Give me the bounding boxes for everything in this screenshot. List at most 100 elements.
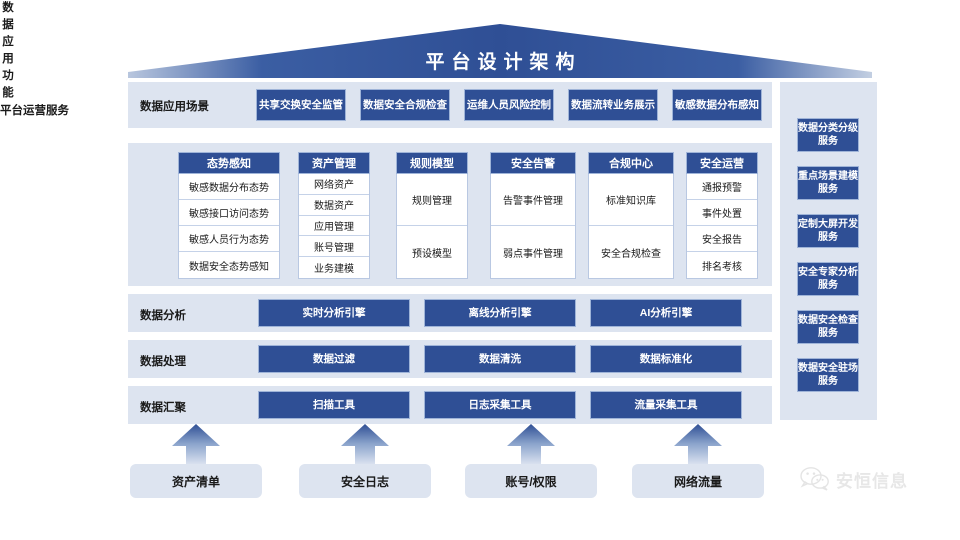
- function-item[interactable]: 弱点事件管理: [491, 226, 575, 278]
- function-item[interactable]: 应用管理: [299, 215, 369, 237]
- function-column-1-head: 态势感知: [178, 152, 280, 174]
- function-item[interactable]: 排名考核: [687, 252, 757, 278]
- row-data-analysis-label: 数据分析: [140, 310, 186, 322]
- page-title: 平台设计架构: [425, 52, 582, 73]
- function-item[interactable]: 数据安全态势感知: [179, 252, 279, 278]
- function-column-compliance: 合规中心 标准知识库 安全合规检查: [588, 152, 674, 279]
- row-analysis-box-1[interactable]: 实时分析引擎: [258, 299, 410, 327]
- service-box-4-label: 安全专家分析服务: [798, 267, 858, 291]
- function-column-3-body: 规则管理 预设模型: [396, 174, 468, 279]
- service-box-5-label: 数据安全检查服务: [798, 315, 858, 339]
- function-column-3-head: 规则模型: [396, 152, 468, 174]
- watermark: 安恒信息: [800, 462, 950, 496]
- watermark-text: 安恒信息: [836, 471, 908, 491]
- function-column-asset: 资产管理 网络资产 数据资产 应用管理 账号管理 业务建模: [298, 152, 370, 279]
- function-item[interactable]: 网络资产: [299, 174, 369, 195]
- row-collect-box-2-label: 日志采集工具: [468, 398, 532, 411]
- function-item[interactable]: 数据资产: [299, 194, 369, 216]
- wechat-icon: [800, 467, 829, 491]
- function-column-6-head: 安全运营: [686, 152, 758, 174]
- scenario-row-label: 数据应用场景: [140, 101, 209, 113]
- service-box-1-label: 数据分类分级服务: [798, 123, 858, 147]
- row-analysis-box-3-label: AI分析引擎: [639, 306, 693, 319]
- source-box-security-log[interactable]: 安全日志: [299, 464, 431, 498]
- source-box-4-label: 网络流量: [673, 474, 722, 489]
- scenario-panel: [128, 82, 772, 128]
- flow-arrow-3: [507, 424, 555, 468]
- row-analysis-box-2[interactable]: 离线分析引擎: [424, 299, 576, 327]
- row-data-collect-label: 数据汇聚: [140, 402, 186, 414]
- scenario-box-2-label: 数据安全合规检查: [363, 98, 447, 111]
- function-item[interactable]: 标准知识库: [589, 174, 673, 226]
- function-item[interactable]: 安全报告: [687, 226, 757, 252]
- flow-arrow-4: [674, 424, 722, 468]
- row-process-box-2-label: 数据清洗: [479, 352, 521, 365]
- function-column-5-body: 标准知识库 安全合规检查: [588, 174, 674, 279]
- function-column-rule: 规则模型 规则管理 预设模型: [396, 152, 468, 279]
- service-box-1[interactable]: 数据分类分级服务: [797, 118, 859, 152]
- services-title: 平台运营服务: [0, 105, 69, 117]
- row-data-process: 数据处理 数据过滤 数据清洗 数据标准化: [128, 340, 772, 378]
- function-item[interactable]: 安全合规检查: [589, 226, 673, 278]
- function-column-1-body: 敏感数据分布态势 敏感接口访问态势 敏感人员行为态势 数据安全态势感知: [178, 174, 280, 279]
- functions-panel-label: 数据应用功能: [2, 2, 14, 99]
- row-collect-box-1-label: 扫描工具: [313, 398, 355, 411]
- function-item[interactable]: 敏感接口访问态势: [179, 200, 279, 226]
- function-item[interactable]: 事件处置: [687, 200, 757, 226]
- function-item[interactable]: 业务建模: [299, 257, 369, 278]
- row-process-box-3-label: 数据标准化: [639, 352, 693, 365]
- row-process-box-3[interactable]: 数据标准化: [590, 345, 742, 373]
- source-box-3-label: 账号/权限: [505, 474, 557, 489]
- service-box-4[interactable]: 安全专家分析服务: [797, 262, 859, 296]
- source-box-network-traffic[interactable]: 网络流量: [632, 464, 764, 498]
- service-box-2-label: 重点场景建模服务: [798, 171, 858, 195]
- roof-banner: 平台设计架构: [128, 24, 872, 78]
- scenario-box-1[interactable]: 共享交换安全监管: [256, 89, 346, 121]
- service-box-2[interactable]: 重点场景建模服务: [797, 166, 859, 200]
- row-analysis-box-3[interactable]: AI分析引擎: [590, 299, 742, 327]
- scenario-box-4[interactable]: 数据流转业务展示: [568, 89, 658, 121]
- row-collect-box-2[interactable]: 日志采集工具: [424, 391, 576, 419]
- source-box-asset-list[interactable]: 资产清单: [130, 464, 262, 498]
- scenario-box-3[interactable]: 运维人员风险控制: [464, 89, 554, 121]
- row-data-process-label: 数据处理: [140, 356, 186, 368]
- function-column-2-body: 网络资产 数据资产 应用管理 账号管理 业务建模: [298, 174, 370, 279]
- function-column-6-body: 通报预警 事件处置 安全报告 排名考核: [686, 174, 758, 279]
- service-box-3[interactable]: 定制大屏开发服务: [797, 214, 859, 248]
- row-analysis-box-1-label: 实时分析引擎: [302, 306, 366, 319]
- source-box-account-permission[interactable]: 账号/权限: [465, 464, 597, 498]
- function-column-4-body: 告警事件管理 弱点事件管理: [490, 174, 576, 279]
- row-process-box-2[interactable]: 数据清洗: [424, 345, 576, 373]
- function-item[interactable]: 敏感数据分布态势: [179, 174, 279, 200]
- service-box-6[interactable]: 数据安全驻场服务: [797, 358, 859, 392]
- function-item[interactable]: 告警事件管理: [491, 174, 575, 226]
- function-column-operation: 安全运营 通报预警 事件处置 安全报告 排名考核: [686, 152, 758, 279]
- function-item[interactable]: 账号管理: [299, 236, 369, 258]
- scenario-box-5[interactable]: 敏感数据分布感知: [672, 89, 762, 121]
- row-collect-box-1[interactable]: 扫描工具: [258, 391, 410, 419]
- service-box-5[interactable]: 数据安全检查服务: [797, 310, 859, 344]
- scenario-box-1-label: 共享交换安全监管: [259, 98, 343, 111]
- flow-arrow-2: [341, 424, 389, 468]
- function-item[interactable]: 预设模型: [397, 226, 467, 278]
- row-data-collect: 数据汇聚 扫描工具 日志采集工具 流量采集工具: [128, 386, 772, 424]
- flow-arrow-1: [172, 424, 220, 468]
- function-item[interactable]: 敏感人员行为态势: [179, 226, 279, 252]
- roof-shape: [128, 24, 872, 78]
- function-column-alert: 安全告警 告警事件管理 弱点事件管理: [490, 152, 576, 279]
- function-column-situation: 态势感知 敏感数据分布态势 敏感接口访问态势 敏感人员行为态势 数据安全态势感知: [178, 152, 280, 279]
- function-column-5-head: 合规中心: [588, 152, 674, 174]
- scenario-box-3-label: 运维人员风险控制: [467, 98, 551, 111]
- function-column-4-head: 安全告警: [490, 152, 576, 174]
- function-column-2-head: 资产管理: [298, 152, 370, 174]
- row-data-analysis: 数据分析 实时分析引擎 离线分析引擎 AI分析引擎: [128, 294, 772, 332]
- row-process-box-1[interactable]: 数据过滤: [258, 345, 410, 373]
- row-process-box-1-label: 数据过滤: [313, 352, 355, 365]
- source-box-2-label: 安全日志: [340, 474, 389, 489]
- scenario-box-4-label: 数据流转业务展示: [571, 98, 655, 111]
- scenario-box-2[interactable]: 数据安全合规检查: [360, 89, 450, 121]
- row-collect-box-3[interactable]: 流量采集工具: [590, 391, 742, 419]
- function-item[interactable]: 通报预警: [687, 174, 757, 200]
- scenario-box-5-label: 敏感数据分布感知: [675, 98, 759, 111]
- function-item[interactable]: 规则管理: [397, 174, 467, 226]
